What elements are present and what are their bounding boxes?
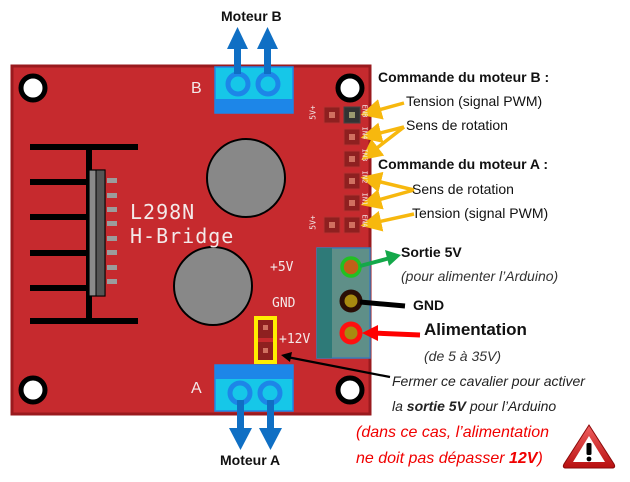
label-motor-a: Moteur A bbox=[220, 452, 281, 468]
mounting-hole-bl bbox=[18, 375, 48, 405]
label-motor-b: Moteur B bbox=[221, 8, 282, 24]
label-jumper-line2-b: sortie 5V bbox=[406, 398, 466, 414]
arrow-jumper bbox=[281, 352, 391, 379]
label-cmd-a-dir: Sens de rotation bbox=[412, 181, 514, 197]
capacitor-bottom bbox=[173, 246, 253, 326]
label-jumper-line2: la sortie 5V pour l’Arduino bbox=[392, 398, 556, 414]
silk-pin-in2: IN2 bbox=[360, 170, 369, 184]
label-warning-line2-a: ne doit pas dépasser bbox=[356, 450, 509, 467]
mounting-hole-tr bbox=[335, 73, 365, 103]
label-5v-output-note: (pour alimenter l’Arduino) bbox=[401, 268, 559, 284]
arrows-motor-b bbox=[227, 27, 278, 74]
terminal-motor-b[interactable] bbox=[214, 66, 294, 114]
silk-power-12v: +12V bbox=[279, 332, 311, 347]
silk-pin-5v-bottom: 5V+ bbox=[308, 215, 318, 230]
terminal-gnd[interactable] bbox=[339, 289, 363, 313]
mounting-hole-br bbox=[335, 375, 365, 405]
control-pin-header bbox=[323, 106, 361, 234]
jumper-5v[interactable] bbox=[254, 316, 277, 364]
label-jumper-line2-c: pour l’Arduino bbox=[465, 398, 557, 414]
arrow-power-input bbox=[362, 325, 421, 341]
terminal-motor-a[interactable] bbox=[214, 364, 294, 412]
label-warning-line2-c: ) bbox=[537, 450, 543, 467]
label-power: Alimentation bbox=[424, 320, 527, 339]
silk-pin-in3: IN3 bbox=[360, 148, 369, 162]
l298n-chip bbox=[88, 169, 117, 297]
terminal-12v[interactable] bbox=[339, 321, 363, 345]
pcb-board bbox=[10, 64, 372, 416]
label-gnd: GND bbox=[413, 297, 445, 313]
silk-power-gnd: GND bbox=[272, 296, 296, 311]
terminal-5v[interactable] bbox=[340, 256, 362, 278]
label-jumper-line2-a: la bbox=[392, 398, 407, 414]
arrow-5v-output bbox=[359, 250, 401, 268]
label-warning-line1: (dans ce cas, l’alimentation bbox=[356, 424, 549, 441]
silk-pin-5v-top: 5V+ bbox=[308, 105, 318, 120]
silk-pin-in4: IN4 bbox=[360, 126, 369, 140]
label-cmd-a-pwm: Tension (signal PWM) bbox=[412, 205, 549, 221]
label-warning-line2: ne doit pas dépasser 12V) bbox=[356, 450, 543, 468]
silk-pin-in1: IN1 bbox=[360, 192, 369, 206]
label-cmd-b-dir: Sens de rotation bbox=[406, 117, 508, 133]
silk-terminal-a: A bbox=[191, 380, 202, 397]
silk-power-5v: +5V bbox=[270, 260, 294, 275]
silk-chip-name: L298N bbox=[130, 200, 196, 224]
arrows-control-pins bbox=[360, 99, 415, 232]
label-jumper-line1: Fermer ce cavalier pour activer bbox=[392, 373, 585, 389]
label-cmd-b-pwm: Tension (signal PWM) bbox=[406, 93, 543, 109]
silk-terminal-b: B bbox=[191, 80, 202, 97]
arrows-motor-a bbox=[229, 400, 282, 450]
label-power-range: (de 5 à 35V) bbox=[424, 348, 502, 364]
warning-icon bbox=[562, 424, 616, 469]
label-cmd-b-title: Commande du moteur B : bbox=[378, 69, 550, 85]
silk-pin-enb: ENB bbox=[360, 104, 369, 118]
silk-pin-ena: ENA bbox=[360, 214, 369, 228]
label-cmd-a-title: Commande du moteur A : bbox=[378, 156, 549, 172]
label-warning-line2-b: 12V bbox=[509, 450, 538, 467]
mounting-hole-tl bbox=[18, 73, 48, 103]
capacitor-top bbox=[206, 138, 286, 218]
silk-chip-desc: H-Bridge bbox=[130, 224, 235, 248]
line-gnd bbox=[359, 299, 406, 309]
label-5v-output: Sortie 5V bbox=[401, 244, 462, 260]
